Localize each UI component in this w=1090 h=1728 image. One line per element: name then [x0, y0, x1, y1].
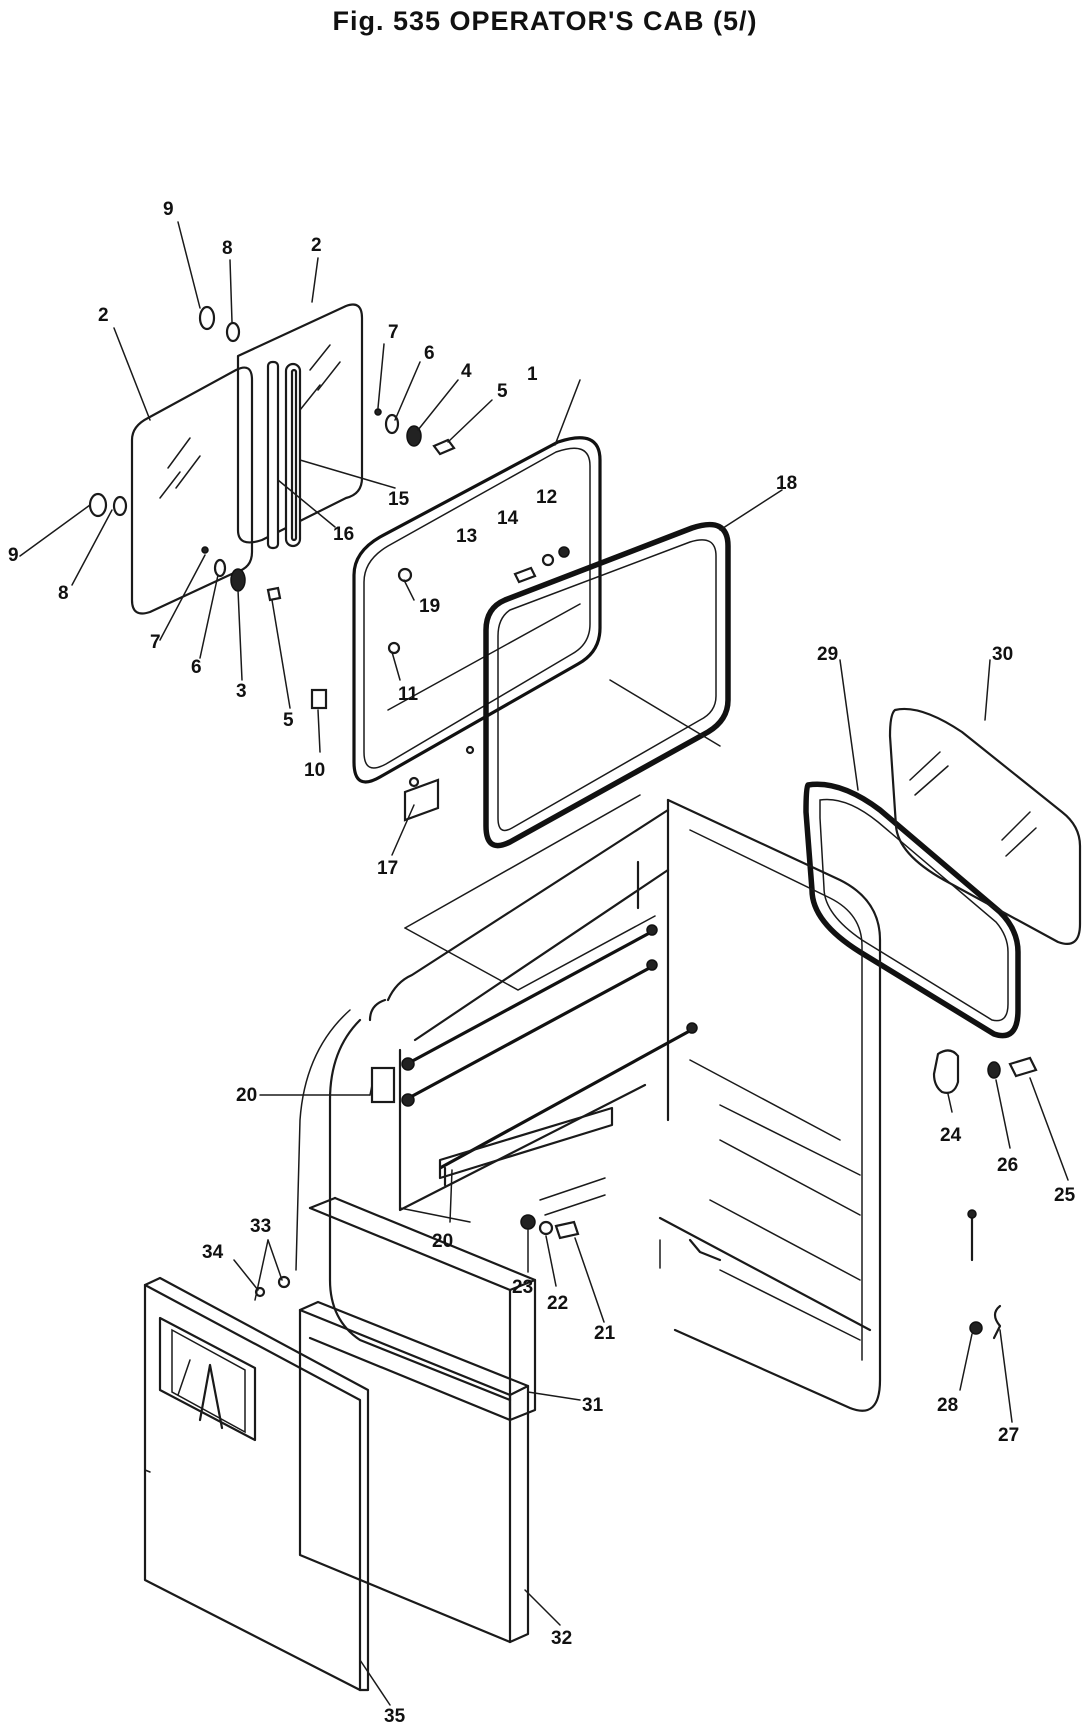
callout-29: 29 [817, 644, 838, 665]
window-channel-16 [266, 360, 280, 550]
callout-35: 35 [384, 1706, 406, 1727]
latch-parts-top [88, 305, 456, 710]
callout-24: 24 [940, 1125, 962, 1146]
callout-30: 30 [992, 644, 1013, 665]
cab-body [143, 794, 882, 1692]
window-channel-15 [284, 362, 302, 548]
callout-8-lower: 8 [58, 583, 69, 604]
callout-20-lower: 20 [432, 1231, 453, 1252]
callout-19: 19 [419, 596, 440, 617]
callout-23: 23 [512, 1277, 533, 1298]
callout-9-upper: 9 [163, 199, 174, 220]
leader-lines [19, 221, 1069, 1706]
callout-17: 17 [377, 858, 398, 879]
window-frame [352, 436, 602, 822]
callout-6-lower: 6 [191, 657, 202, 678]
callout-20-left: 20 [236, 1085, 257, 1106]
callout-2-upper: 2 [311, 235, 322, 256]
callout-25: 25 [1054, 1185, 1076, 1206]
callout-6-upper: 6 [424, 343, 435, 364]
callout-4: 4 [461, 361, 472, 382]
callout-7-lower: 7 [150, 632, 161, 653]
callout-10: 10 [304, 760, 325, 781]
callout-14: 14 [497, 508, 519, 529]
callout-31: 31 [582, 1395, 604, 1416]
callout-3: 3 [236, 681, 247, 702]
callout-33: 33 [250, 1216, 271, 1237]
callout-2-lower: 2 [98, 305, 109, 326]
callout-34: 34 [202, 1242, 224, 1263]
callout-7-upper: 7 [388, 322, 399, 343]
callout-8-upper: 8 [222, 238, 233, 259]
callout-27: 27 [998, 1425, 1019, 1446]
callout-16: 16 [333, 524, 354, 545]
callout-5-upper: 5 [497, 381, 508, 402]
callout-labels: 1 2 2 3 4 5 5 6 6 7 7 8 8 9 9 10 11 12 1… [8, 199, 1076, 1727]
callout-11: 11 [398, 684, 419, 705]
callout-32: 32 [551, 1628, 572, 1649]
callout-21: 21 [594, 1323, 616, 1344]
callout-5-lower: 5 [283, 710, 294, 731]
callout-12: 12 [536, 487, 557, 508]
front-glass-seal [483, 521, 731, 849]
callout-26: 26 [997, 1155, 1018, 1176]
side-window-glass [888, 707, 1082, 945]
callout-15: 15 [388, 489, 410, 510]
figure-title: Fig. 535 OPERATOR'S CAB (5/) [332, 6, 758, 36]
sliding-window-panel-rear [236, 303, 364, 544]
callout-1: 1 [527, 364, 538, 385]
callout-18: 18 [776, 473, 797, 494]
callout-13: 13 [456, 526, 477, 547]
body-small-parts [254, 1049, 1038, 1340]
callout-9-lower: 9 [8, 545, 19, 566]
callout-22: 22 [547, 1293, 568, 1314]
side-window-seal [803, 781, 1021, 1039]
callout-28: 28 [937, 1395, 958, 1416]
